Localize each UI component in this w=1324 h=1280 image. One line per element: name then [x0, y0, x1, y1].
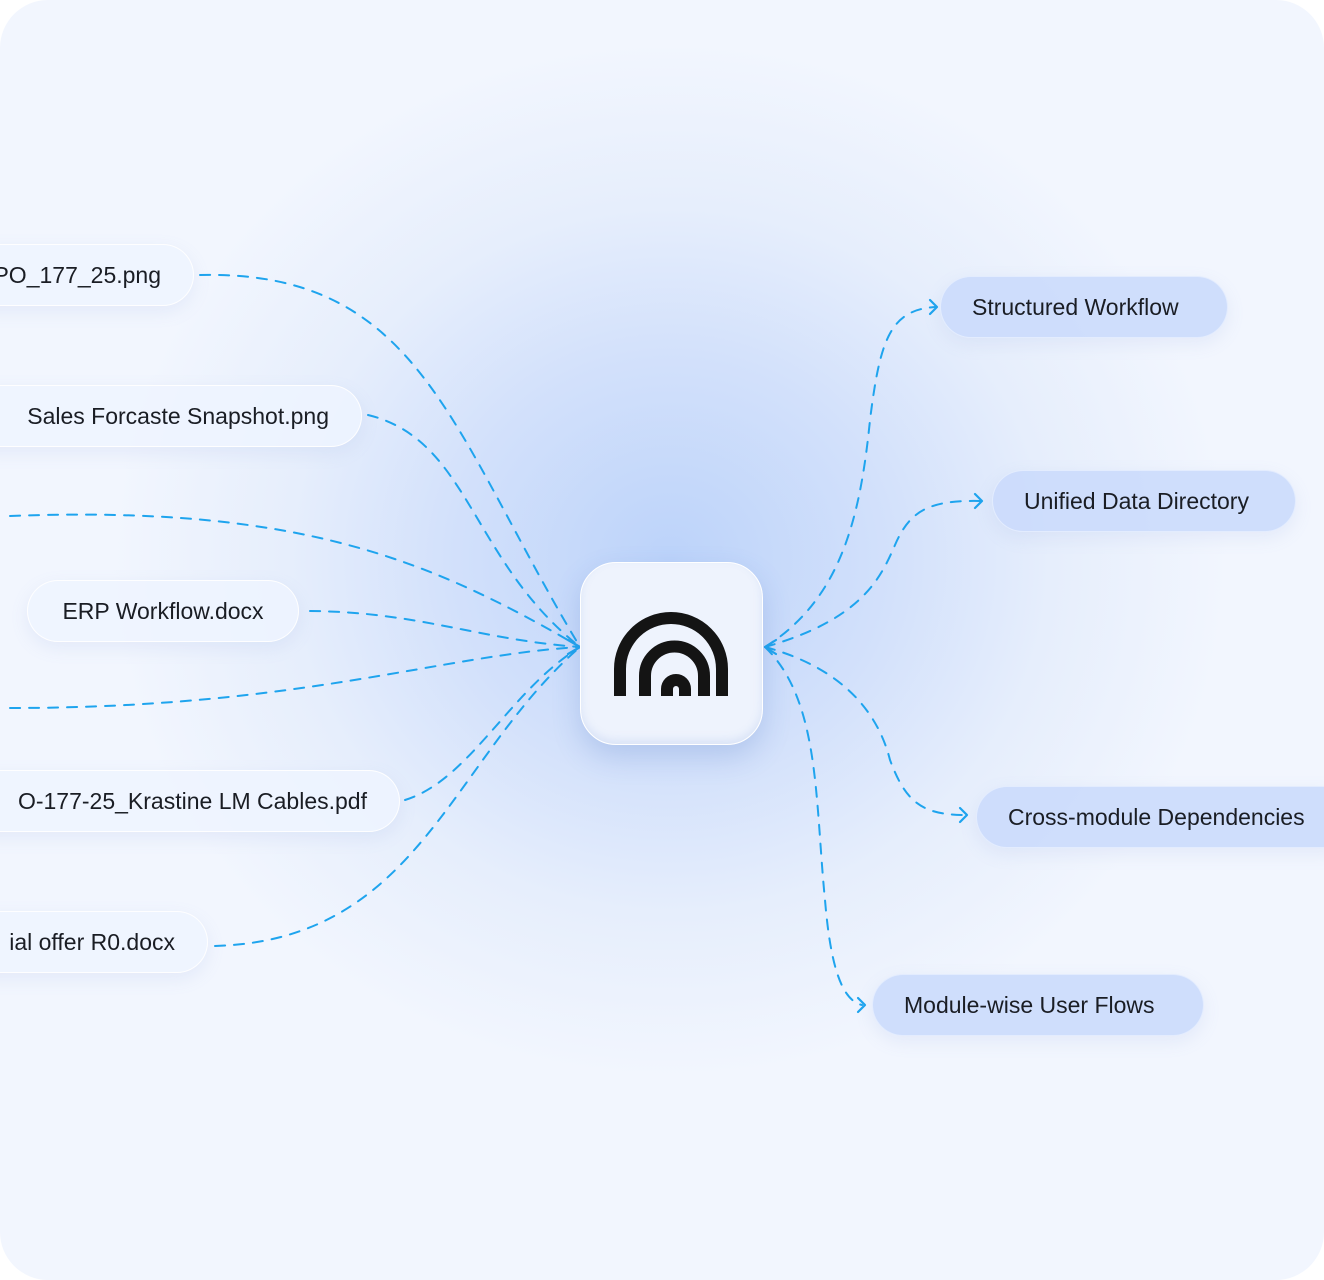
output-unified-data-directory: Unified Data Directory	[992, 470, 1296, 532]
connector-source-untitled-bottom	[9, 646, 581, 709]
connector-source-untitled-top	[9, 513, 581, 648]
output-label: Unified Data Directory	[1024, 487, 1249, 514]
connector-output-unified-directory	[764, 499, 981, 648]
arrowhead-unified-directory	[973, 492, 984, 510]
concentric-arches-logo-icon	[614, 612, 728, 696]
arrowhead-hub-right	[763, 638, 778, 656]
output-label: Module-wise User Flows	[904, 991, 1155, 1018]
source-file-offer-docx: ial offer R0.docx	[0, 911, 208, 973]
source-file-sales-forecast: Sales Forcaste Snapshot.png	[0, 385, 362, 447]
output-module-wise-user-flows: Module-wise User Flows	[872, 974, 1204, 1036]
connector-output-module-flows	[764, 646, 863, 1006]
connector-source-offer-docx	[214, 646, 581, 947]
output-label: Cross-module Dependencies	[1008, 803, 1305, 830]
hub-logo-tile	[580, 562, 763, 745]
source-file-label: Sales Forcaste Snapshot.png	[27, 402, 329, 429]
output-structured-workflow: Structured Workflow	[940, 276, 1228, 338]
source-file-label: ial offer R0.docx	[9, 928, 175, 955]
source-file-po-png: _PO_177_25.png	[0, 244, 194, 306]
connector-output-cross-module	[764, 646, 966, 816]
connector-output-structured-workflow	[764, 306, 936, 648]
connector-source-sales-forecast	[367, 414, 581, 648]
arrowhead-cross-module	[958, 806, 969, 824]
arrowhead-module-flows	[856, 996, 867, 1014]
connector-source-erp-docx	[309, 610, 581, 648]
arrowhead-structured-workflow	[928, 298, 939, 316]
output-label: Structured Workflow	[972, 293, 1179, 320]
output-cross-module-dependencies: Cross-module Dependencies	[976, 786, 1324, 848]
connector-source-krastine-pdf	[404, 646, 581, 801]
source-file-krastine-pdf: O-177-25_Krastine LM Cables.pdf	[0, 770, 400, 832]
source-file-erp-docx: ERP Workflow.docx	[27, 580, 299, 642]
connector-source-po-png	[199, 273, 581, 648]
source-file-label: O-177-25_Krastine LM Cables.pdf	[17, 787, 367, 814]
source-file-label: ERP Workflow.docx	[62, 597, 264, 624]
source-file-label: _PO_177_25.png	[0, 261, 161, 288]
